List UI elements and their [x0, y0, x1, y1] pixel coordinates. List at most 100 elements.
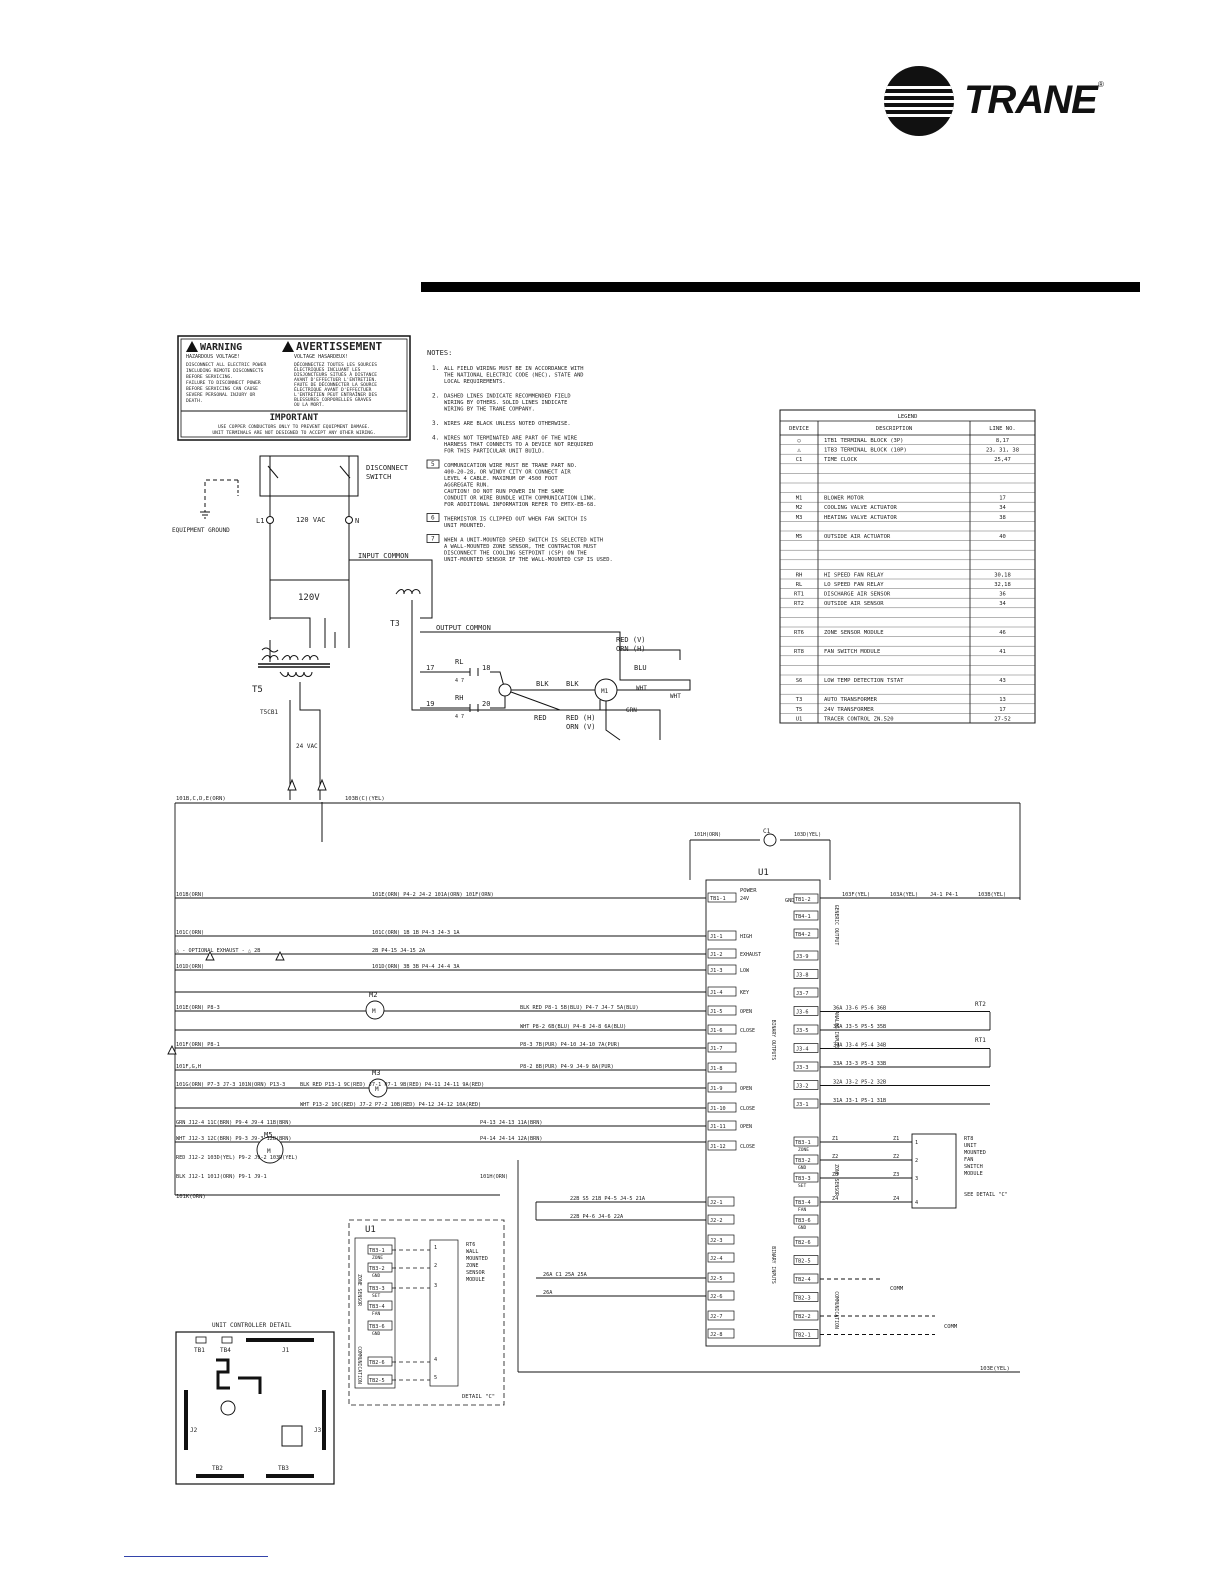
note-line: DASHED LINES INDICATE RECOMMENDED FIELD — [444, 394, 571, 400]
detail-c: U1TB3-1ZONE1TB3-2GND2TB3-3SET3TB3-4FANTB… — [348, 1219, 505, 1406]
m1-label: M1 — [601, 688, 609, 695]
note-line: WIRES NOT TERMINATED ARE PART OF THE WIR… — [444, 436, 577, 442]
u1-power-label: POWER — [740, 888, 757, 894]
legend-description: 24V TRANSFORMER — [824, 707, 874, 713]
warning-fr-line: BLESSURES CORPORELLES GRAVES — [294, 397, 372, 403]
right-wire-1: 103F(YEL) — [842, 892, 870, 898]
blk-wire-label-2: BLK — [566, 680, 579, 688]
u1-j3-terminal: J3-1 — [796, 1102, 809, 1108]
legend-device: RT1 — [794, 592, 804, 598]
wht-label-2: WHT — [670, 693, 681, 700]
u1-tb2-terminal: TB2-1 — [795, 1333, 811, 1339]
rt1-label: RT1 — [975, 1037, 986, 1044]
rt8-pin: 4 — [915, 1200, 918, 1206]
detail-pin: 4 — [434, 1357, 437, 1363]
wire-17-label: 17 — [426, 664, 434, 672]
warning-text-fr: DÉCONNECTEZ TOUTES LES SOURCESÉLECTRIQUE… — [294, 360, 377, 408]
legend-line-no: 36 — [999, 592, 1006, 598]
c1-wire-right: 103D(YEL) — [794, 832, 821, 838]
warning-fr-line: DISJONCTEURS SITUÉS À DISTANCE — [294, 370, 377, 378]
legend-device: △ — [797, 448, 801, 454]
note-line: AGGREGATE RUN. — [444, 483, 489, 489]
legend-device: M1 — [796, 496, 803, 502]
detail-terminal-label: GND — [372, 1331, 381, 1337]
grn-label: GRN — [626, 707, 637, 714]
note-line: UNIT MOUNTED. — [444, 523, 486, 529]
note-line: 400-20-28, OR WINDY CITY OR CONNECT AIR — [444, 470, 571, 476]
note-line: CAUTION! DO NOT RUN POWER IN THE SAME — [444, 489, 564, 495]
rh-contact-label: 4 7 — [455, 714, 464, 720]
l1-label: L1 — [256, 517, 264, 525]
note-line: CONDUIT OR WIRE BUNDLE WITH COMMUNICATIO… — [444, 496, 597, 502]
warning-fr-line: ÉLECTRIQUE AVANT D'EFFECTUER — [294, 385, 372, 393]
u1-tb1-2: TB1-2 — [795, 897, 811, 903]
left-wire-label: WHT J12-3 12C(BRN) P9-3 J9-3 12B(BRN) — [176, 1136, 292, 1142]
controller-wiring — [167, 802, 1021, 1373]
warning-triangle-icon-fr — [282, 341, 294, 352]
wht-label: WHT — [636, 685, 647, 692]
u1-terminal-label: KEY — [740, 990, 749, 996]
mid-wire-label: BLK RED P13-1 9C(RED) J7-1 P7-1 9B(RED) … — [300, 1082, 484, 1088]
u1-j3-terminal: J3-2 — [796, 1084, 809, 1090]
right-wire-2: 103A(YEL) — [890, 892, 918, 898]
right-plug: J4-1 P4-1 — [930, 892, 958, 898]
v120-label: 120V — [298, 593, 320, 603]
legend-description: COOLING VALVE ACTUATOR — [824, 505, 898, 511]
j3-wire-label: 35A J3-5 P5-5 35B — [833, 1024, 886, 1030]
detail-terminal: TB2-6 — [369, 1360, 385, 1366]
note-line: THERMISTOR IS CLIPPED OUT WHEN FAN SWITC… — [444, 517, 587, 523]
u1-terminal-label: LOW — [740, 968, 750, 974]
board-j3: J3 — [314, 1427, 322, 1434]
legend-line-no: 40 — [999, 534, 1006, 540]
warning-label: WARNING AVERTISSEMENT HAZARDOUS VOLTAGE!… — [177, 335, 411, 441]
detail-pin: 5 — [434, 1375, 437, 1381]
legend-description: DISCHARGE AIR SENSOR — [824, 592, 891, 598]
legend-line-no: 34 — [999, 601, 1006, 607]
legend-description: 1TB3 TERMINAL BLOCK (10P) — [824, 448, 907, 454]
detail-terminal: TB3-3 — [369, 1286, 385, 1292]
u1-j2-terminal: J2-8 — [710, 1332, 723, 1338]
u1-tb3-sub: SET — [798, 1183, 807, 1189]
note-number: 1. — [432, 365, 439, 372]
legend-device: RT6 — [794, 630, 804, 636]
right-wire-3: 103B(YEL) — [978, 892, 1006, 898]
warning-title-fr: AVERTISSEMENT — [296, 340, 382, 353]
note-line: UNIT-MOUNTED SENSOR IF THE WALL-MOUNTED … — [444, 557, 613, 563]
m2-label: M2 — [369, 991, 377, 999]
legend-device: T3 — [796, 697, 803, 703]
u1-terminal-label: HIGH — [740, 934, 752, 940]
u1-j2-terminal: J2-5 — [710, 1276, 723, 1282]
mid-wire-label: 101C(ORN) 1B 1B P4-3 J4-3 1A — [372, 930, 460, 936]
red-v-label: RED (V) — [616, 636, 646, 644]
legend-device: S6 — [796, 678, 803, 684]
detail-terminal-label: FAN — [372, 1311, 381, 1317]
u1-tb3-terminal: TB3-2 — [795, 1158, 811, 1164]
detail-terminal: TB3-4 — [369, 1304, 385, 1310]
u1-group-label: ANALOG INPUTS — [833, 1011, 839, 1049]
note-line: FOR THIS PARTICULAR UNIT BUILD. — [444, 449, 545, 455]
u1-tb2-terminal: TB2-2 — [795, 1314, 811, 1320]
legend-description: LOW TEMP DETECTION TSTAT — [824, 678, 904, 684]
comm-label-1: COMM — [890, 1286, 904, 1292]
warning-sub-en: HAZARDOUS VOLTAGE! — [186, 354, 240, 360]
u1-terminal: J1-4 — [710, 990, 723, 996]
note-line: LEVEL 4 CABLE. MAXIMUM OF 4500 FOOT — [444, 476, 558, 482]
left-wire-label: 101D(ORN) — [176, 964, 204, 970]
u1-terminal-label: CLOSE — [740, 1144, 755, 1150]
j2-wire-label: 26A — [543, 1290, 553, 1296]
u1-group-label: COMMUNICATION — [833, 1291, 839, 1329]
tb3-wire-left: Z2 — [832, 1154, 838, 1160]
power-section — [200, 455, 691, 842]
bottom-wire-label: 103E(YEL) — [980, 1366, 1010, 1372]
blu-label: BLU — [634, 664, 647, 672]
legend-description: HI SPEED FAN RELAY — [824, 572, 884, 578]
u1-group-label: ZONE SENSOR — [833, 1164, 839, 1196]
u1-tb2-terminal: TB2-5 — [795, 1259, 811, 1265]
red-label: RED — [534, 714, 547, 722]
rt6-label-line: MODULE — [466, 1277, 485, 1283]
u1-terminal: J1-1 — [710, 934, 723, 940]
tb3-wire-right: Z3 — [893, 1172, 899, 1178]
note-number: 3. — [432, 420, 439, 427]
legend-header: DEVICE — [789, 426, 809, 432]
detail-terminal: TB3-6 — [369, 1324, 385, 1330]
